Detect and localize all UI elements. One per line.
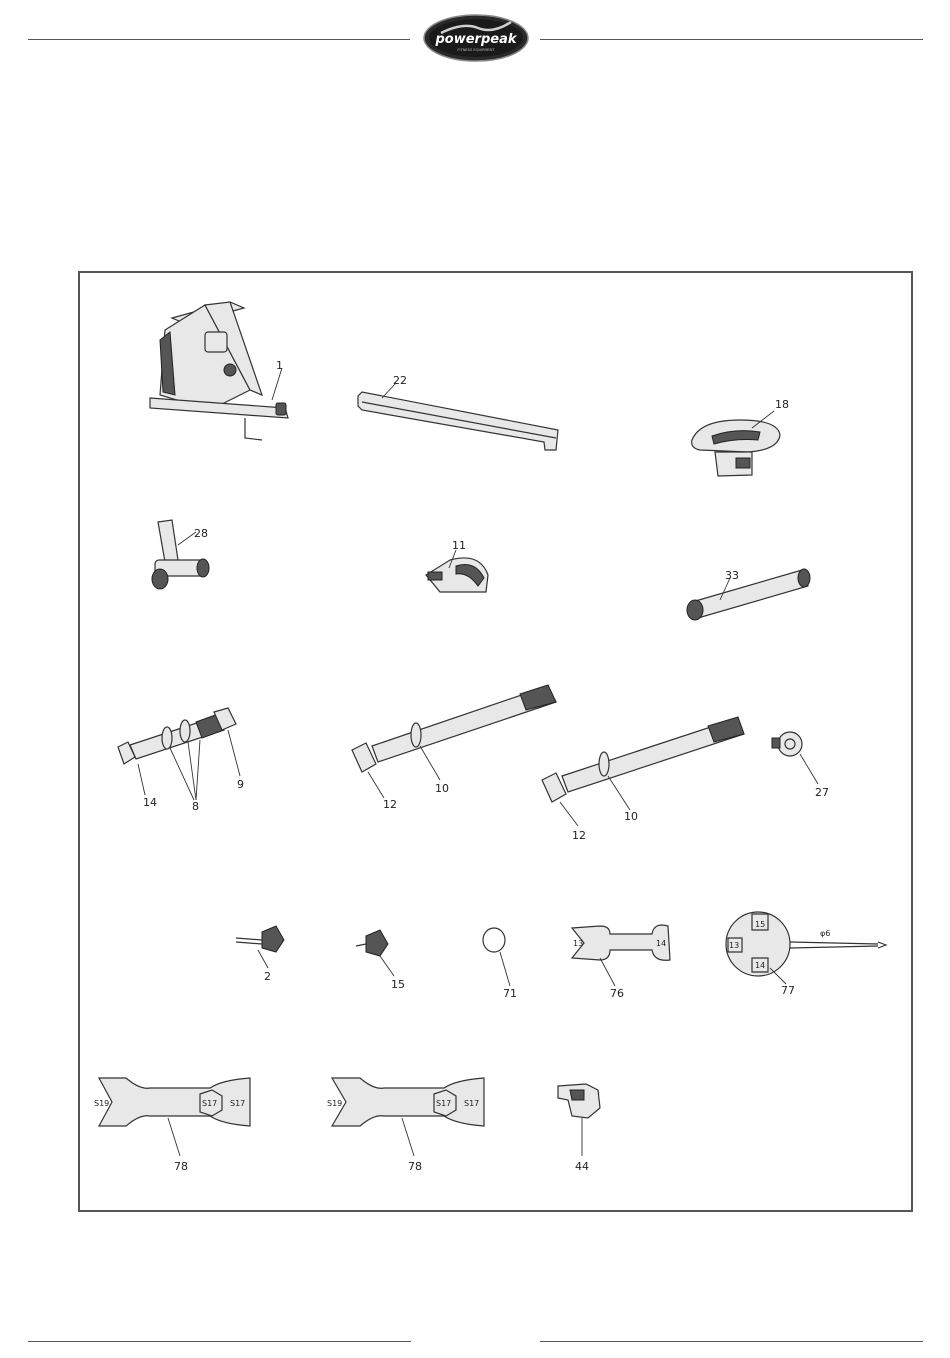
label-14: 14 — [143, 796, 157, 809]
label-27: 27 — [815, 786, 829, 799]
part-knob-small: 15 — [356, 930, 405, 991]
label-77: 77 — [781, 984, 795, 997]
part-bolt-b: 12 10 — [352, 685, 556, 811]
wrench-76-size-14: 14 — [656, 939, 666, 948]
label-44: 44 — [575, 1160, 589, 1173]
label-78-a: 78 — [174, 1160, 188, 1173]
part-bolt-c: 12 10 — [542, 717, 744, 842]
label-33: 33 — [725, 569, 739, 582]
part-seat: 18 — [692, 398, 789, 476]
label-11: 11 — [452, 539, 466, 552]
label-2: 2 — [264, 970, 271, 983]
tool-77-size-13: 13 — [729, 941, 739, 950]
label-76: 76 — [610, 987, 624, 1000]
label-78-b: 78 — [408, 1160, 422, 1173]
wrench-78b-size-s19: S19 — [327, 1099, 342, 1108]
label-12-c: 12 — [572, 829, 586, 842]
wrench-78a-size-s17-end: S17 — [230, 1099, 245, 1108]
part-wrench-78a: S19 S17 S17 78 — [94, 1078, 250, 1173]
label-8: 8 — [192, 800, 199, 813]
part-knob-nut: 27 — [772, 732, 829, 799]
wrench-78b-size-s17-hex: S17 — [436, 1099, 451, 1108]
part-tool-77: 15 13 14 φ6 77 — [726, 912, 886, 997]
tool-77-size-15: 15 — [755, 920, 765, 929]
label-9: 9 — [237, 778, 244, 791]
tool-77-size-14: 14 — [755, 961, 765, 970]
part-knob-screw: 2 — [236, 926, 284, 983]
wrench-76-size-13: 13 — [573, 939, 583, 948]
label-1: 1 — [276, 359, 283, 372]
wrench-78a-size-s17-hex: S17 — [202, 1099, 217, 1108]
part-rail: 22 — [358, 374, 558, 450]
part-foot-cap: 11 — [426, 539, 488, 592]
part-wrench-76: 13 14 76 — [572, 925, 670, 1000]
tool-77-size-phi6: φ6 — [820, 929, 830, 938]
part-main-frame: 1 — [150, 302, 288, 440]
wrench-78b-size-s17-end: S17 — [464, 1099, 479, 1108]
part-bracket: 28 — [152, 520, 209, 589]
label-10-c: 10 — [624, 810, 638, 823]
part-tube: 33 — [687, 569, 810, 620]
part-bolt-set-a: 14 8 9 — [118, 708, 244, 813]
part-ring: 71 — [483, 928, 517, 1000]
label-15: 15 — [391, 978, 405, 991]
label-18: 18 — [775, 398, 789, 411]
part-clip: 44 — [558, 1084, 600, 1173]
label-71: 71 — [503, 987, 517, 1000]
wrench-78a-size-s19: S19 — [94, 1099, 109, 1108]
label-12-b: 12 — [383, 798, 397, 811]
part-wrench-78b: S19 S17 S17 78 — [327, 1078, 484, 1173]
label-28: 28 — [194, 527, 208, 540]
label-22: 22 — [393, 374, 407, 387]
label-10-b: 10 — [435, 782, 449, 795]
